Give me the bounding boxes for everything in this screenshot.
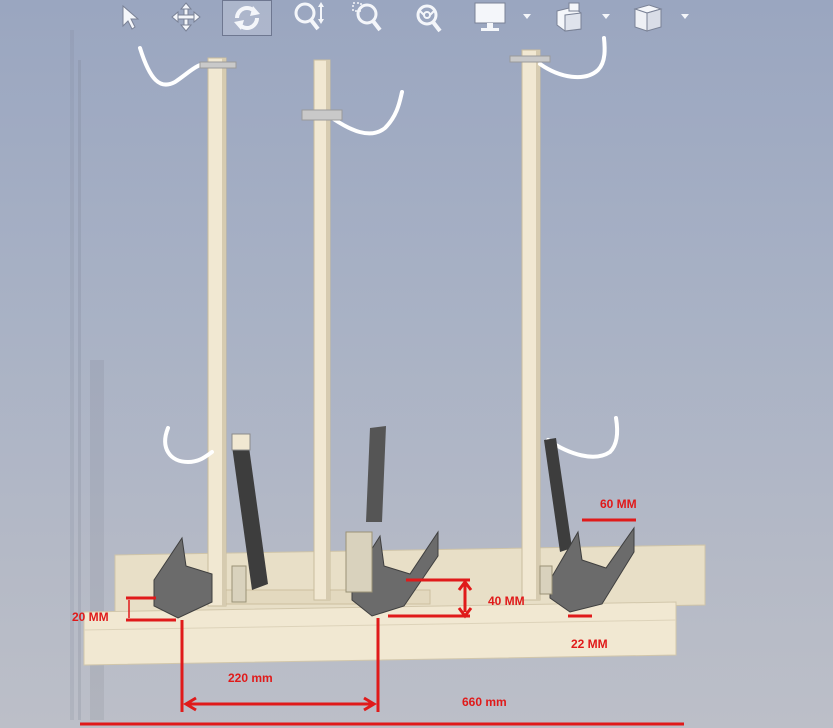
zoom-window-icon — [352, 2, 382, 32]
caret-down-icon — [602, 14, 610, 19]
dimension-20-label: 20 MM — [72, 610, 109, 624]
section-view-tool-button[interactable] — [548, 0, 590, 34]
hook-bolts — [199, 55, 551, 121]
zoom-window-tool-button[interactable] — [348, 0, 388, 34]
dimension-660-label: 660 mm — [462, 695, 507, 709]
caret-down-icon — [523, 14, 531, 19]
select-tool-button[interactable] — [112, 0, 146, 34]
section-cube-icon — [556, 2, 582, 32]
dimension-220-label: 220 mm — [228, 671, 273, 685]
display-style-tool-button[interactable] — [468, 0, 512, 34]
post-right — [521, 49, 541, 601]
rotate-tool-button[interactable] — [222, 0, 272, 36]
section-view-dropdown[interactable] — [601, 6, 611, 19]
view-orientation-dropdown[interactable] — [680, 6, 690, 19]
zoom-fit-icon — [416, 4, 442, 33]
dimension-lines — [80, 518, 684, 726]
arm-handles — [231, 426, 572, 590]
v-brackets — [153, 526, 635, 619]
dimension-60-label: 60 MM — [600, 497, 637, 511]
zoom-fit-tool-button[interactable] — [406, 0, 448, 34]
caret-down-icon — [681, 14, 689, 19]
zoom-tool-button[interactable] — [288, 0, 328, 34]
move-arrows-icon — [171, 2, 201, 32]
view-toolbar — [0, 0, 833, 40]
view-orientation-tool-button[interactable] — [626, 0, 668, 34]
post-left — [207, 57, 227, 607]
display-style-dropdown[interactable] — [522, 6, 532, 19]
dimension-40-label: 40 MM — [488, 594, 525, 608]
bracket-mounts — [231, 531, 553, 603]
post-middle — [313, 59, 331, 601]
cursor-arrow-icon — [122, 4, 140, 30]
pan-tool-button[interactable] — [168, 0, 204, 34]
dimension-22-label: 22 MM — [571, 637, 608, 651]
rotate-icon — [234, 6, 260, 30]
iso-cube-icon — [633, 4, 663, 32]
monitor-icon — [474, 2, 506, 31]
zoom-updown-icon — [294, 2, 324, 31]
